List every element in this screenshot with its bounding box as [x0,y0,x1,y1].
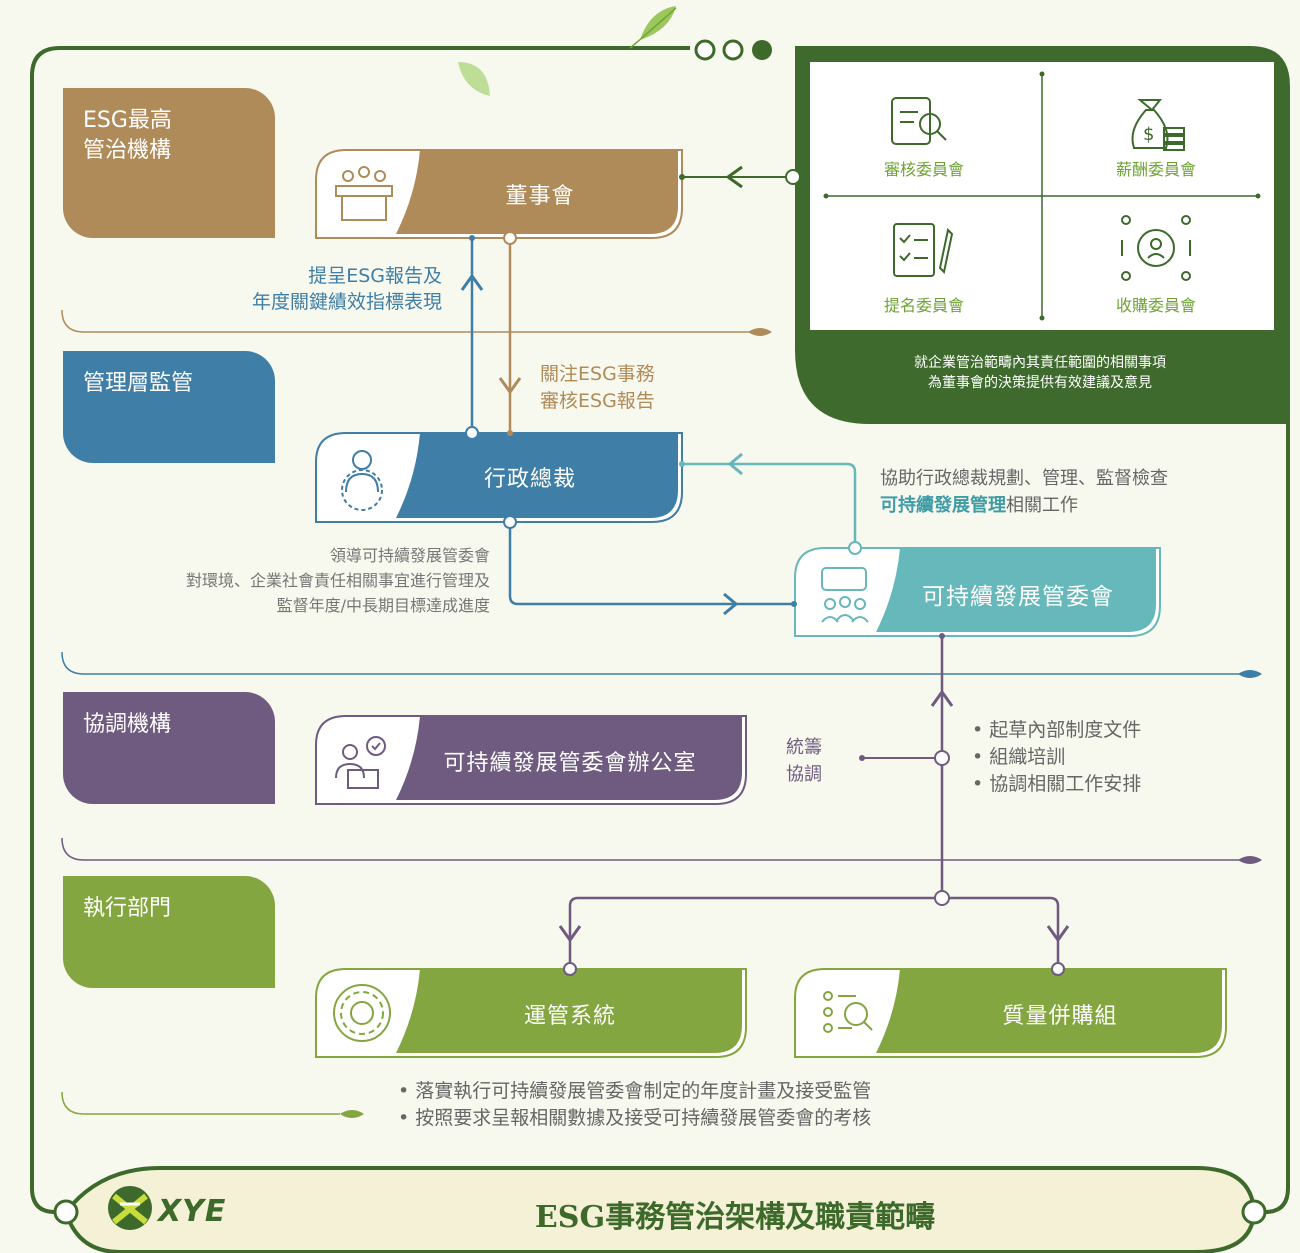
quality-check-icon [823,991,873,1033]
coordinate-label-2: 協調 [786,764,822,785]
assist-line-2: 可持續發展管理相關工作 [880,491,1078,517]
focus-label-1: 關注ESG事務 [540,363,655,385]
ops-node-label: 運管系統 [523,1004,616,1029]
company-logo [108,1186,152,1230]
level-execution: 執行部門 [63,876,275,988]
leaf-icon [458,62,490,96]
committee-node-label: 可持續發展管委會 [922,584,1114,610]
checklist-icon [893,223,954,277]
dot-icon [752,40,772,60]
logo-text: XYE [158,1194,227,1229]
ops-node-shape [315,968,747,1058]
acquisition-committee-label: 收購委員會 [1115,296,1196,315]
office-duty-2: • 組織培訓 [972,746,1066,768]
gear-icon [333,984,391,1042]
assist-rest: 相關工作 [1006,495,1078,516]
assist-line-1: 協助行政總裁規劃、管理、監督檢查 [880,468,1168,489]
execution-duty-1: • 落實執行可持續發展管委會制定的年度計畫及接受監管 [398,1080,872,1102]
team-chat-icon [821,567,869,623]
committee-description-2: 為董事會的決策提供有效建議及意見 [928,375,1152,391]
office-duty-3: • 協調相關工作安排 [972,773,1142,795]
assist-highlight: 可持續發展管理 [880,495,1006,516]
outer-frame [30,46,690,1214]
coordinate-label-1: 統籌 [786,737,822,758]
manager-gear-icon [341,450,383,511]
board-node-shape [315,149,683,239]
committee-node-shape [794,547,1161,637]
ceo-node-shape [315,432,683,523]
level-governance: ESG最高 管治機構 [63,88,275,238]
committee-description-1: 就企業管治範疇內其責任範圍的相關事項 [914,355,1166,371]
board-node-label: 董事會 [505,184,575,209]
report-label-1: 提呈ESG報告及 [308,265,442,287]
level-coordination: 協調機構 [63,692,275,804]
report-label-2: 年度關鍵績效指標表現 [251,291,442,313]
office-node-label: 可持續發展管委會辦公室 [443,751,697,776]
person-review-icon [335,736,386,789]
outer-frame-right [1264,420,1290,1214]
dot-icon [722,39,744,61]
ceo-note-1: 領導可持續發展管委會 [329,546,490,565]
svg-text:$: $ [1143,124,1154,145]
quality-node-shape [794,968,1227,1058]
ceo-node-label: 行政總裁 [483,467,576,492]
remuneration-committee-label: 薪酬委員會 [1115,160,1196,179]
focus-label-2: 審核ESG報告 [540,390,655,412]
office-duty-1: • 起草內部制度文件 [972,719,1142,741]
money-bag-icon: $ [1131,99,1185,151]
quality-node-label: 質量併購組 [1002,1004,1118,1029]
nomination-committee-label: 提名委員會 [883,296,964,315]
ceo-note-2: 對環境、企業社會責任相關事宜進行管理及 [185,571,490,590]
dot-icon [694,39,716,61]
acquisition-icon [1121,215,1191,281]
level-management: 管理層監管 [63,351,275,463]
footer-title: ESG事務管治架構及職責範疇 [534,1200,936,1235]
podium-icon [335,166,393,221]
ceo-note-3: 監督年度/中長期目標達成進度 [276,596,490,615]
execution-duty-2: • 按照要求呈報相關數據及接受可持續發展管委會的考核 [398,1107,872,1129]
office-node-shape [315,715,747,805]
audit-committee-label: 審核委員會 [883,160,964,179]
audit-icon [891,97,947,145]
